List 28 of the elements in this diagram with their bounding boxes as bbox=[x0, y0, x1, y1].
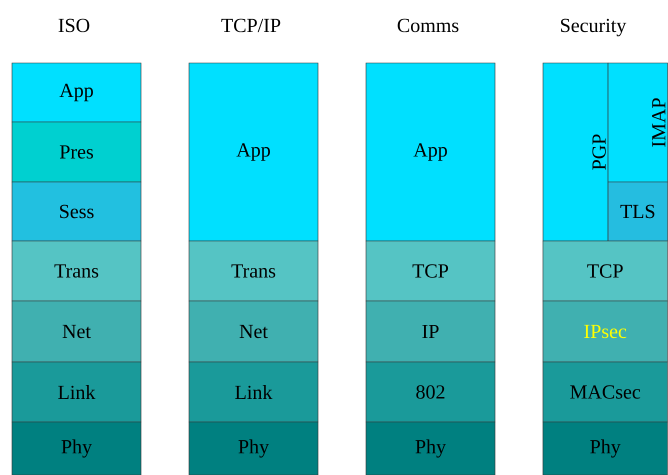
layer-box: PGP bbox=[542, 62, 608, 242]
column-heading: Comms bbox=[398, 18, 458, 32]
layer-box: TCP bbox=[366, 240, 496, 302]
layer-box: MACsec bbox=[542, 362, 668, 422]
layer-box: Net bbox=[12, 300, 142, 362]
layer-box: Phy bbox=[366, 422, 496, 475]
layer-box: Net bbox=[188, 300, 318, 362]
layer-box: TLS bbox=[608, 182, 668, 242]
column-heading: TCP/IP bbox=[221, 18, 280, 32]
layer-box: IPsec bbox=[542, 300, 668, 362]
layer-box: Trans bbox=[12, 240, 142, 302]
layer-box: Sess bbox=[12, 182, 142, 242]
layer-box: 802 bbox=[366, 362, 496, 422]
layer-box: Trans bbox=[188, 240, 318, 302]
layer-box: App bbox=[366, 62, 496, 242]
layer-box: App bbox=[12, 62, 142, 122]
layer-box: IMAP bbox=[608, 62, 668, 182]
column-heading: Security bbox=[561, 18, 626, 36]
layer-box: App bbox=[188, 62, 318, 242]
column-heading: ISO bbox=[58, 18, 90, 32]
layer-box: Phy bbox=[188, 422, 318, 475]
layer-box: Pres bbox=[12, 122, 142, 182]
layer-box: Phy bbox=[542, 422, 668, 475]
layer-box: Link bbox=[188, 362, 318, 422]
layer-box: Phy bbox=[12, 422, 142, 475]
layer-box: TCP bbox=[542, 240, 668, 302]
layer-box: IP bbox=[366, 300, 496, 362]
layer-box: Link bbox=[12, 362, 142, 422]
